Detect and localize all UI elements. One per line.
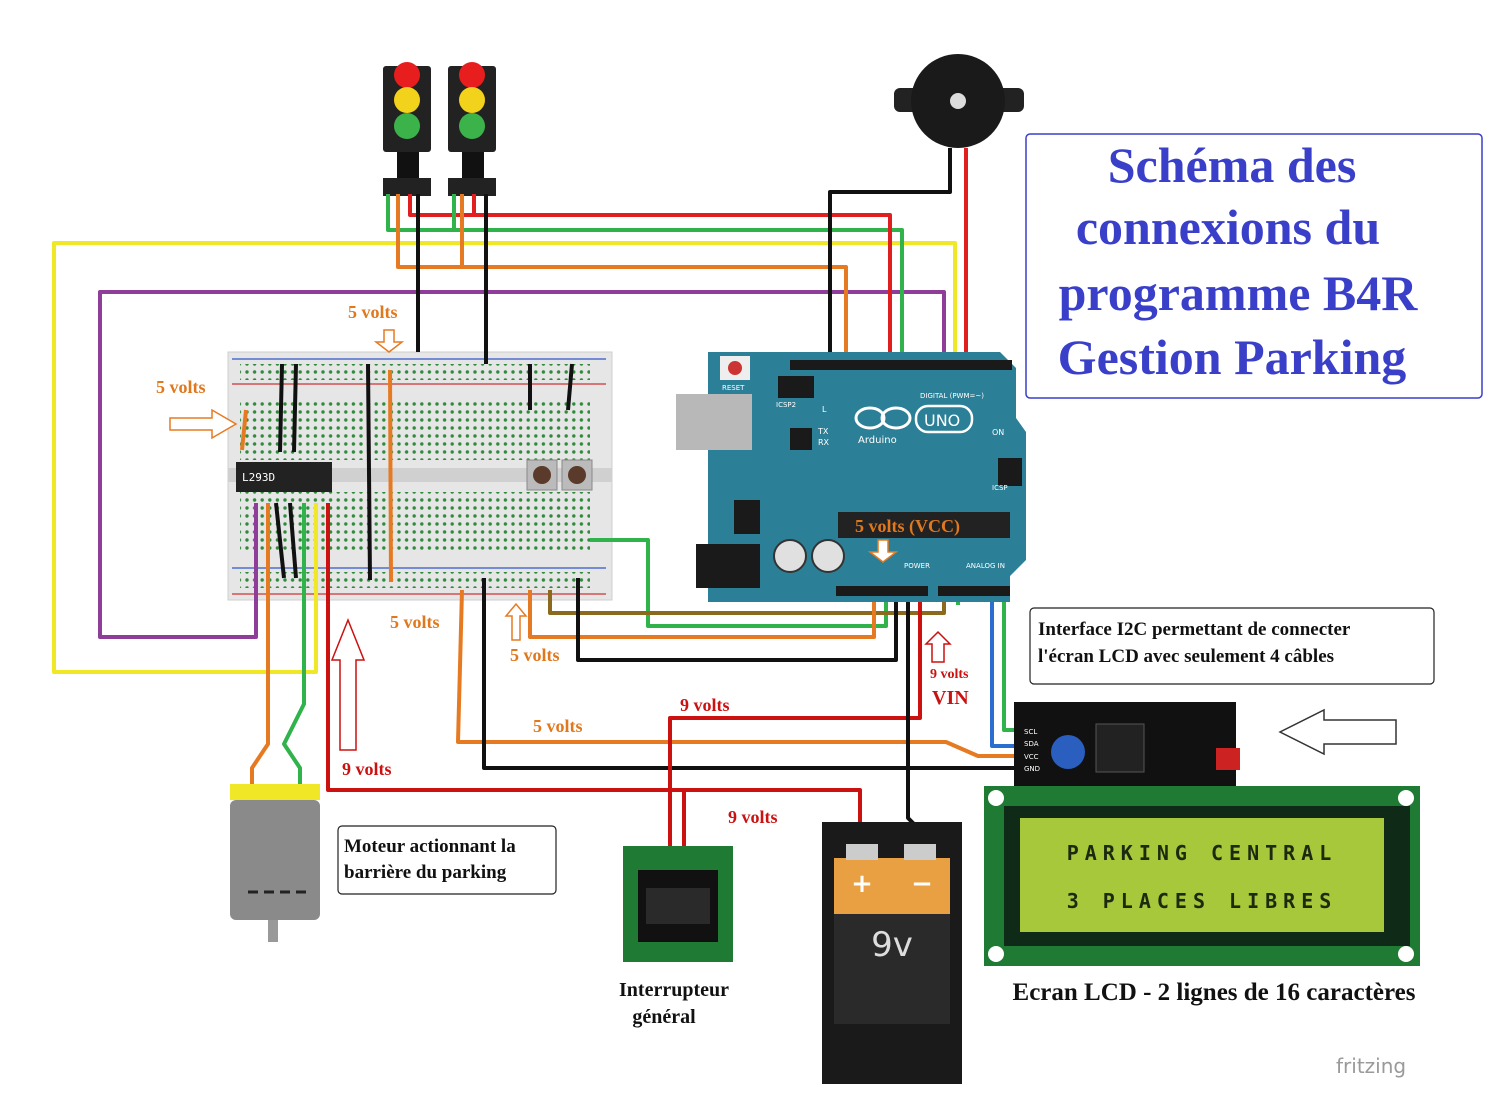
fritzing-logo: fritzing <box>1336 1054 1406 1078</box>
svg-text:Arduino: Arduino <box>858 435 897 446</box>
svg-text:L: L <box>822 405 827 414</box>
motor-caption: Moteur actionnant la barrière du parking <box>337 825 557 895</box>
i2c-module: SCL SDA VCC GND <box>1014 702 1240 786</box>
label-9v-switch: 9 volts <box>680 695 730 715</box>
svg-text:GND: GND <box>1024 765 1040 773</box>
label-9v-battery: 9 volts <box>728 807 778 827</box>
push-button-1 <box>526 459 558 491</box>
svg-text:ICSP2: ICSP2 <box>776 401 796 409</box>
lcd-caption: Ecran LCD - 2 lignes de 16 caractères <box>1013 979 1416 1006</box>
traffic-light-2 <box>448 62 496 196</box>
svg-text:SCL: SCL <box>1024 728 1037 736</box>
battery-minus: − <box>911 869 933 899</box>
label-9v-vin: 9 volts <box>930 667 969 682</box>
dc-motor <box>230 784 320 942</box>
svg-text:l'écran LCD avec seulement 4 c: l'écran LCD avec seulement 4 câbles <box>1038 646 1334 667</box>
arrow-down-icon <box>373 329 405 353</box>
arrow-right-icon <box>169 408 238 440</box>
arrow-down-icon <box>867 539 899 563</box>
label-5v-bottom-3: 5 volts <box>533 716 583 736</box>
arrow-left-icon <box>1278 708 1397 756</box>
battery-label: 9v <box>871 925 913 965</box>
battery-plus: + <box>851 869 873 899</box>
buzzer <box>894 54 1024 148</box>
switch-caption-1: Interrupteur <box>619 979 729 1001</box>
svg-text:RESET: RESET <box>722 384 745 392</box>
arrow-up-icon <box>330 617 366 751</box>
title-line-1: Schéma des <box>1108 137 1357 193</box>
svg-text:Interface I2C permettant de co: Interface I2C permettant de connecter <box>1038 619 1351 640</box>
label-9v-motor: 9 volts <box>342 759 392 779</box>
arduino-board: RESET ICSP2 DIGITAL (PWM=~) POWER ANALOG… <box>676 352 1026 602</box>
lcd-line-2: 3 PLACES LIBRES <box>1067 889 1338 913</box>
battery-9v: + − 9v <box>822 822 962 1084</box>
push-button-2 <box>561 459 593 491</box>
arrow-up-icon <box>924 630 952 663</box>
power-switch <box>623 846 733 962</box>
svg-text:TX: TX <box>817 427 829 436</box>
lcd-display: PARKING CENTRAL 3 PLACES LIBRES <box>984 786 1420 966</box>
arrow-up-icon <box>504 602 528 641</box>
svg-text:RX: RX <box>818 438 830 447</box>
svg-text:VCC: VCC <box>1024 753 1039 761</box>
svg-text:ANALOG IN: ANALOG IN <box>966 562 1005 570</box>
title-box: Schéma des connexions du programme B4R G… <box>1025 133 1483 399</box>
label-5v-top: 5 volts <box>348 302 398 322</box>
vcc-label: 5 volts (VCC) <box>855 516 960 537</box>
title-line-3: programme B4R <box>1059 265 1419 321</box>
label-5v-bottom-2: 5 volts <box>510 645 560 665</box>
lcd-line-1: PARKING CENTRAL <box>1067 841 1338 865</box>
wires <box>52 148 1014 850</box>
svg-text:POWER: POWER <box>904 562 930 570</box>
l293d-chip: L293D <box>236 462 332 492</box>
switch-caption-2: général <box>632 1006 696 1028</box>
usb-port <box>676 394 752 450</box>
analog-header <box>938 586 1010 596</box>
svg-text:ON: ON <box>992 428 1004 437</box>
label-5v-bottom-1: 5 volts <box>390 612 440 632</box>
title-line-4: Gestion Parking <box>1058 329 1407 385</box>
traffic-light-1 <box>383 62 431 196</box>
svg-text:ICSP: ICSP <box>992 484 1008 492</box>
svg-text:SDA: SDA <box>1024 740 1039 748</box>
svg-text:Moteur actionnant la: Moteur actionnant la <box>344 836 516 857</box>
svg-text:DIGITAL (PWM=~): DIGITAL (PWM=~) <box>920 392 984 400</box>
power-header <box>836 586 928 596</box>
label-5v-left: 5 volts <box>156 377 206 397</box>
i2c-caption: Interface I2C permettant de connecter l'… <box>1029 607 1435 685</box>
digital-header <box>790 360 1012 370</box>
power-jack <box>696 544 760 588</box>
svg-text:barrière du parking: barrière du parking <box>344 862 507 883</box>
label-vin: VIN <box>932 687 969 709</box>
title-line-2: connexions du <box>1076 199 1380 255</box>
chip-label: L293D <box>242 471 275 484</box>
svg-text:UNO: UNO <box>924 411 960 430</box>
